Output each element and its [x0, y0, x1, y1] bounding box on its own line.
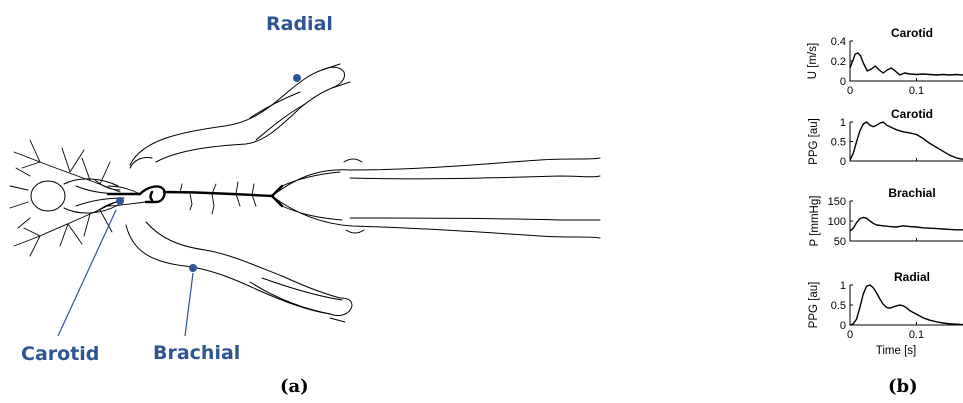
x-axis-label: Time [s]	[876, 345, 916, 357]
body-sketch: Radial Carotid Brachial	[10, 13, 600, 365]
carotid-site-marker	[116, 197, 124, 205]
y-axis-label: PPG [au]	[808, 118, 820, 165]
carotid-label: Carotid	[21, 343, 99, 365]
x-tick-label: 0	[847, 329, 853, 341]
measurement-sites	[58, 74, 301, 336]
y-tick-label: 0.5	[831, 137, 846, 149]
plot-title: Carotid	[891, 26, 933, 40]
plot-1: Carotid 0 0.2 0.4 0 0.1 U [m/s]	[807, 26, 963, 97]
carotid-leader-line	[58, 210, 116, 336]
y-axis-label: PPG [au]	[808, 282, 820, 329]
plot-title: Carotid	[891, 107, 933, 121]
arterial-tree	[108, 172, 342, 220]
radial-label: Radial	[266, 13, 333, 35]
y-tick-label: 0.4	[831, 36, 846, 48]
y-tick-label: 1	[840, 280, 846, 292]
y-tick-label: 0.5	[831, 300, 846, 312]
brachial-site-marker	[189, 264, 197, 272]
panel-a-label: (a)	[280, 376, 309, 397]
plot-title: Radial	[894, 270, 930, 284]
x-tick-label: 0.1	[909, 85, 924, 97]
y-axis-label: P [mmHg]	[809, 196, 821, 247]
head-outline	[31, 179, 124, 213]
lower-arm-outline	[126, 222, 352, 322]
y-tick-label: 1	[840, 117, 846, 129]
y-tick-label: 0	[840, 156, 846, 168]
plot-2: Carotid 0 0.5 1 PPG [au]	[808, 107, 963, 168]
plot-axes	[850, 285, 963, 325]
x-tick-label: 0.1	[909, 329, 924, 341]
plot-axes	[850, 122, 963, 161]
x-tick-label: 0	[847, 85, 853, 97]
y-tick-label: 150	[828, 196, 846, 208]
plot-axes	[850, 201, 963, 241]
waveform-trace	[850, 217, 963, 231]
y-tick-label: 100	[828, 216, 846, 228]
y-tick-label: 0	[840, 76, 846, 88]
y-axis-label: U [m/s]	[807, 43, 819, 79]
waveform-trace	[850, 53, 963, 75]
plot-3: Brachial 50 100 150 P [mmHg]	[809, 186, 963, 248]
waveform-trace	[850, 285, 963, 325]
torso-outline	[130, 157, 600, 238]
plot-title: Brachial	[888, 186, 935, 200]
radial-site-marker	[293, 74, 301, 82]
brachial-leader-line	[185, 273, 193, 336]
plot-4: Radial 0 0.5 1 0 0.1 PPG [au] Time [s]	[808, 270, 963, 357]
y-tick-label: 50	[834, 236, 846, 248]
y-tick-label: 0.2	[831, 56, 846, 68]
upper-arm-outline	[130, 64, 350, 165]
y-tick-label: 0	[840, 320, 846, 332]
brachial-label: Brachial	[153, 342, 240, 364]
waveform-trace	[850, 122, 963, 160]
panel-b-label: (b)	[888, 376, 918, 397]
